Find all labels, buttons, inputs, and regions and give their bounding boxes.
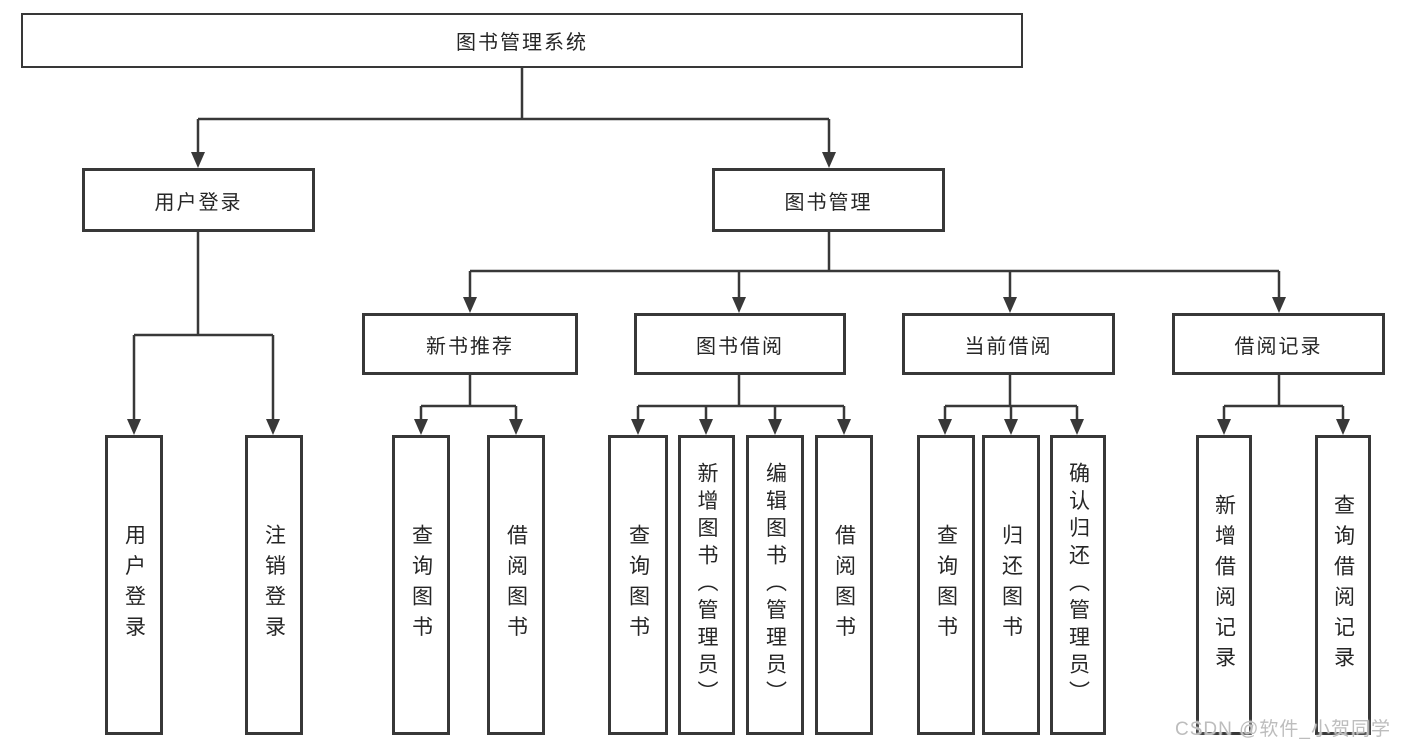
leaf-borrow-books-recommend: 借阅图书 (487, 435, 545, 735)
node-library-management-system: 图书管理系统 (21, 13, 1023, 68)
leaf-query-books-current: 查询图书 (917, 435, 975, 735)
node-user-login: 用户登录 (82, 168, 315, 232)
leaf-query-borrow-record: 查询借阅记录 (1315, 435, 1371, 735)
leaf-query-books-recommend: 查询图书 (392, 435, 450, 735)
leaf-edit-book-admin: 编辑图书（管理员） (746, 435, 804, 735)
leaf-confirm-return-admin: 确认归还（管理员） (1050, 435, 1106, 735)
leaf-add-borrow-record: 新增借阅记录 (1196, 435, 1252, 735)
leaf-query-books-borrow: 查询图书 (608, 435, 668, 735)
leaf-add-book-admin: 新增图书（管理员） (678, 435, 735, 735)
node-borrow-records: 借阅记录 (1172, 313, 1385, 375)
node-book-borrow: 图书借阅 (634, 313, 846, 375)
node-book-management: 图书管理 (712, 168, 945, 232)
node-current-borrow: 当前借阅 (902, 313, 1115, 375)
leaf-borrow-books: 借阅图书 (815, 435, 873, 735)
csdn-watermark: CSDN @软件_小贺同学 (1175, 719, 1391, 740)
leaf-logout: 注销登录 (245, 435, 303, 735)
leaf-user-login: 用户登录 (105, 435, 163, 735)
leaf-return-book: 归还图书 (982, 435, 1040, 735)
node-new-book-recommend: 新书推荐 (362, 313, 578, 375)
arrowheads (127, 152, 1350, 435)
